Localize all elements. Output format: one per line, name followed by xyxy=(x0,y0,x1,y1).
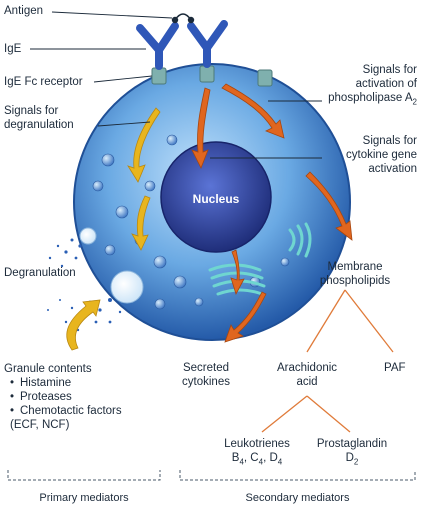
membrane-phospholipids-label: Membrane phospholipids xyxy=(300,260,410,288)
ige-fc-receptor-label: IgE Fc receptor xyxy=(4,76,83,88)
signals-phospholipase-line-3: phospholipase A2 xyxy=(300,91,417,109)
secreted-cytokines-label: Secreted cytokines xyxy=(176,361,236,389)
ige-fc-receptors xyxy=(151,65,273,87)
signals-cytokine-line-3: activation xyxy=(368,163,417,175)
exocytosis-vesicle-large xyxy=(110,270,144,304)
leukotriene-d-sub: 4 xyxy=(277,457,283,467)
ige-antibody-right xyxy=(187,20,228,68)
leukotriene-d: D xyxy=(269,452,278,464)
signal-arrows xyxy=(191,83,353,343)
nucleus-shape xyxy=(160,141,272,253)
granule-item-histamine: Histamine xyxy=(8,376,122,390)
signals-degranulation-label: Signals for degranulation xyxy=(4,104,74,132)
leukotriene-c: C xyxy=(250,452,259,464)
secreted-cytokines-line-2: cytokines xyxy=(182,376,230,388)
antigen-label: Antigen xyxy=(4,5,44,17)
leukotrienes-title: Leukotrienes xyxy=(224,438,290,450)
leader-lines xyxy=(30,11,322,159)
leukotriene-b-sub: 4 xyxy=(239,457,244,467)
signals-phospholipase-line-2: activation of xyxy=(355,78,417,90)
signals-degranulation-line-1: Signals for xyxy=(4,105,59,117)
granule-contents-block: Granule contents Histamine Proteases Che… xyxy=(4,362,122,432)
mediator-pathway-lines xyxy=(261,289,394,433)
prostaglandin-label: Prostaglandin D2 xyxy=(302,437,402,469)
granule-contents-title: Granule contents xyxy=(4,363,92,375)
signals-phospholipase-line-1: Signals for xyxy=(362,64,417,76)
prostaglandin-type: D2 xyxy=(302,451,402,469)
granule-item-chemotactic: Chemotactic factors xyxy=(8,404,122,418)
prostaglandin-d: D xyxy=(345,452,354,464)
leukotriene-b: B xyxy=(231,452,240,464)
arachidonic-acid-line-2: acid xyxy=(296,376,318,388)
leukotrienes-label: Leukotrienes B4, C4, D4 xyxy=(212,437,302,469)
prostaglandin-title: Prostaglandin xyxy=(316,438,388,450)
leukotriene-c-sub: 4 xyxy=(258,457,264,467)
exocytosis-vesicle xyxy=(79,227,97,245)
ige-antibody-left xyxy=(136,22,179,70)
degranulation-label: Degranulation xyxy=(4,267,76,279)
signals-degranulation-line-2: degranulation xyxy=(4,119,74,131)
granule-item-ecf-ncf: (ECF, NCF) xyxy=(10,419,70,431)
signals-phospholipase-label: Signals for activation of phospholipase … xyxy=(300,63,417,109)
phospholipase-subscript: 2 xyxy=(412,97,417,107)
phospholipase-text: phospholipase A xyxy=(328,92,413,104)
degranulation-arrows xyxy=(66,107,161,351)
granule-item-proteases: Proteases xyxy=(8,390,122,404)
antigen-shape xyxy=(171,13,195,24)
prostaglandin-d-sub: 2 xyxy=(353,457,359,467)
ige-label: IgE xyxy=(4,43,22,55)
signals-cytokine-line-1: Signals for xyxy=(362,135,417,147)
arachidonic-acid-line-1: Arachidonic xyxy=(276,362,338,374)
membrane-phospholipids-line-1: Membrane xyxy=(327,261,383,273)
mediator-brackets xyxy=(7,470,416,481)
granule-contents-list: Histamine Proteases Chemotactic factors xyxy=(8,376,122,418)
signals-cytokine-label: Signals for cytokine gene activation xyxy=(300,134,417,176)
arachidonic-acid-label: Arachidonic acid xyxy=(262,361,352,389)
signals-cytokine-line-2: cytokine gene xyxy=(346,149,417,161)
paf-label: PAF xyxy=(384,362,406,374)
secreted-cytokines-line-1: Secreted xyxy=(182,362,230,374)
membrane-phospholipids-line-2: phospholipids xyxy=(319,275,391,287)
leukotrienes-types: B4, C4, D4 xyxy=(231,452,283,467)
primary-mediators-label: Primary mediators xyxy=(39,492,129,504)
nucleus-label: Nucleus xyxy=(192,192,240,206)
secondary-mediators-label: Secondary mediators xyxy=(245,492,350,504)
